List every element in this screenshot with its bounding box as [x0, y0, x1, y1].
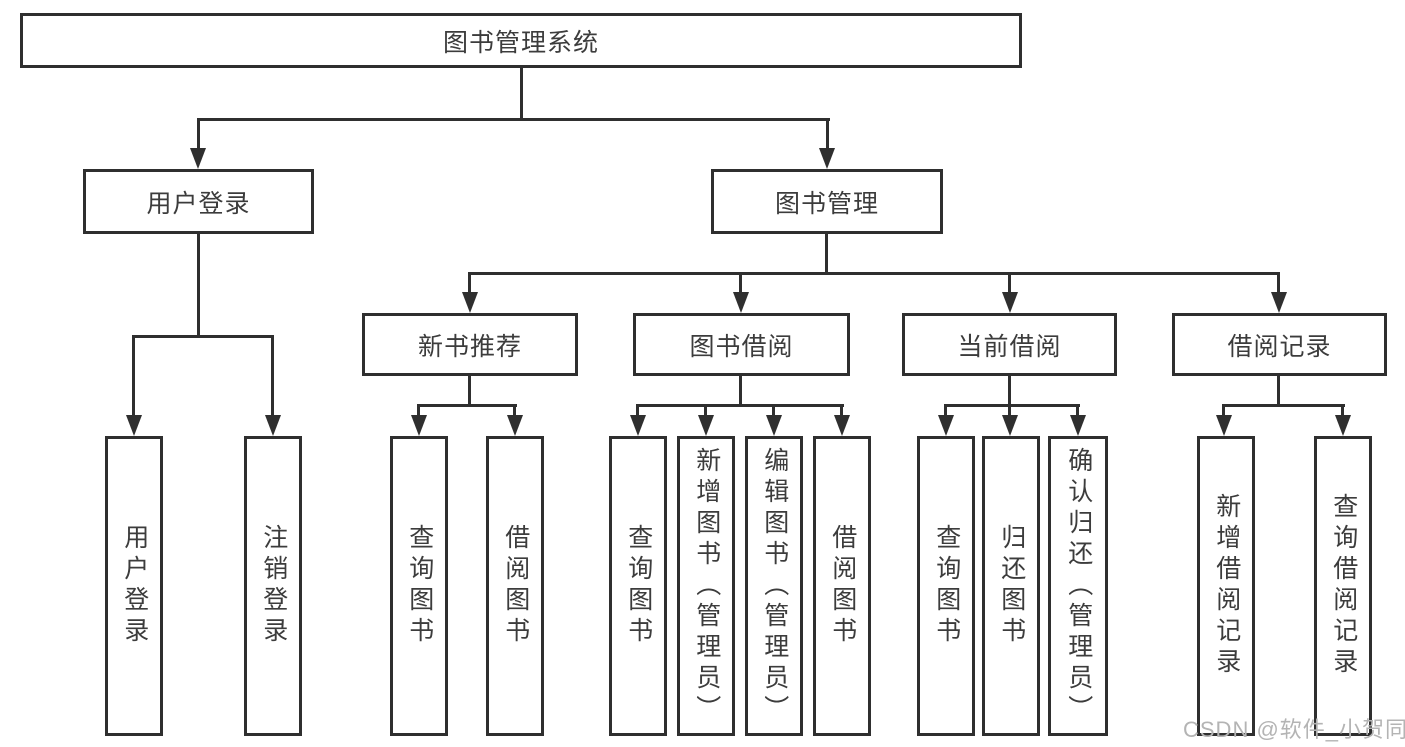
connector-line — [468, 272, 471, 296]
leaf-label: 归还图书 — [997, 524, 1026, 648]
connector-line — [468, 272, 1280, 275]
connector-line — [1008, 272, 1011, 296]
arrow-down — [265, 415, 281, 436]
leaf-query-books-current: 查询图书 — [917, 436, 975, 736]
connector-line — [197, 118, 200, 152]
arrow-down — [698, 415, 714, 436]
connector-line — [520, 68, 523, 120]
arrow-down — [733, 292, 749, 313]
csdn-watermark: CSDN @软件_小贺同学 — [1183, 717, 1405, 742]
connector-line — [826, 118, 829, 152]
connector-line — [417, 404, 420, 418]
leaf-confirm-return-admin: 确认归还（管理员） — [1048, 436, 1108, 736]
node-new-book-recommendation: 新书推荐 — [362, 313, 578, 376]
connector-line — [1341, 404, 1344, 418]
leaf-label: 新增图书（管理员） — [692, 446, 721, 726]
leaf-query-borrow-record: 查询借阅记录 — [1314, 436, 1372, 736]
node-label: 当前借阅 — [957, 332, 1062, 361]
connector-line — [772, 404, 775, 418]
node-root-library-management-system: 图书管理系统 — [20, 13, 1022, 68]
connector-line — [1222, 404, 1345, 407]
leaf-label: 查询图书 — [405, 524, 434, 648]
node-user-login: 用户登录 — [83, 169, 314, 234]
connector-line — [417, 404, 517, 407]
leaf-label: 借阅图书 — [501, 524, 530, 648]
arrow-down — [766, 415, 782, 436]
connector-line — [739, 376, 742, 407]
node-book-management: 图书管理 — [711, 169, 943, 234]
connector-line — [197, 118, 830, 121]
connector-line — [468, 376, 471, 407]
connector-line — [132, 335, 135, 419]
arrow-down — [190, 148, 206, 169]
connector-line — [840, 404, 843, 418]
arrow-down — [1002, 415, 1018, 436]
leaf-label: 借阅图书 — [828, 524, 857, 648]
arrow-down — [834, 415, 850, 436]
connector-line — [944, 404, 947, 418]
leaf-label: 查询图书 — [932, 524, 961, 648]
connector-line — [1277, 376, 1280, 407]
node-label: 图书管理 — [774, 189, 879, 218]
connector-line — [1008, 376, 1011, 407]
node-label: 用户登录 — [146, 189, 251, 218]
node-current-borrowing: 当前借阅 — [902, 313, 1117, 376]
connector-line — [636, 404, 844, 407]
node-label: 图书借阅 — [689, 332, 794, 361]
connector-line — [739, 272, 742, 296]
node-borrowing-records: 借阅记录 — [1172, 313, 1387, 376]
leaf-query-books-recommend: 查询图书 — [390, 436, 448, 736]
leaf-borrow-books-recommend: 借阅图书 — [486, 436, 544, 736]
leaf-label: 注销登录 — [259, 524, 288, 648]
arrow-down — [411, 415, 427, 436]
leaf-label: 用户登录 — [120, 524, 149, 648]
leaf-add-borrow-record: 新增借阅记录 — [1197, 436, 1255, 736]
leaf-label: 确认归还（管理员） — [1064, 446, 1093, 726]
leaf-label: 编辑图书（管理员） — [760, 446, 789, 726]
arrow-down — [507, 415, 523, 436]
node-label: 新书推荐 — [417, 332, 522, 361]
connector-line — [197, 234, 200, 338]
leaf-logout: 注销登录 — [244, 436, 302, 736]
connector-line — [1222, 404, 1225, 418]
leaf-label: 新增借阅记录 — [1212, 493, 1241, 679]
node-label: 借阅记录 — [1227, 332, 1332, 361]
arrow-down — [1070, 415, 1086, 436]
node-book-borrowing: 图书借阅 — [633, 313, 850, 376]
leaf-return-books: 归还图书 — [982, 436, 1040, 736]
connector-line — [944, 404, 1080, 407]
connector-line — [704, 404, 707, 418]
connector-line — [132, 335, 274, 338]
node-label: 图书管理系统 — [442, 28, 599, 57]
connector-line — [1008, 404, 1011, 418]
arrow-down — [1271, 292, 1287, 313]
arrow-down — [1002, 292, 1018, 313]
leaf-user-login: 用户登录 — [105, 436, 163, 736]
connector-line — [513, 404, 516, 418]
connector-line — [825, 234, 828, 275]
arrow-down — [126, 415, 142, 436]
leaf-borrow-books: 借阅图书 — [813, 436, 871, 736]
leaf-label: 查询图书 — [624, 524, 653, 648]
leaf-add-book-admin: 新增图书（管理员） — [677, 436, 735, 736]
arrow-down — [819, 148, 835, 169]
arrow-down — [630, 415, 646, 436]
arrow-down — [1216, 415, 1232, 436]
arrow-down — [1335, 415, 1351, 436]
arrow-down — [938, 415, 954, 436]
arrow-down — [462, 292, 478, 313]
leaf-edit-book-admin: 编辑图书（管理员） — [745, 436, 803, 736]
leaf-query-books-borrow: 查询图书 — [609, 436, 667, 736]
leaf-label: 查询借阅记录 — [1329, 493, 1358, 679]
connector-line — [636, 404, 639, 418]
connector-line — [1076, 404, 1079, 418]
connector-line — [1277, 272, 1280, 296]
connector-line — [271, 335, 274, 419]
